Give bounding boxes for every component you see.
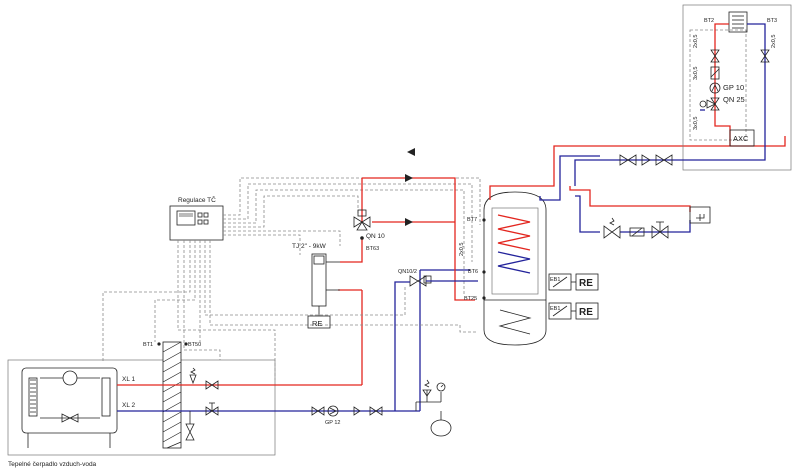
tank-cable-label: 2x0,5: [459, 243, 465, 256]
radiator-icon: [728, 11, 748, 33]
dhw-valves-icon: [603, 217, 669, 239]
bt50-label: BT50: [188, 342, 201, 348]
bt3-label: BT3: [767, 18, 777, 24]
coil-red: [497, 214, 531, 251]
qn10-valve-icon: [353, 209, 371, 240]
cable-qn-label: 3x0,5: [693, 117, 699, 130]
fan-icon: [62, 370, 78, 386]
heater-label: TJ 2" - 9kW: [292, 243, 327, 250]
tap-icon: [689, 206, 711, 224]
qn25-label: QN 25: [723, 95, 745, 104]
re-label-2: RE: [579, 307, 593, 318]
cable-gp-label: 3x0,5: [693, 67, 699, 80]
bt2-label: BT2: [704, 18, 714, 24]
heat-pump-caption: Tepelné čerpadlo vzduch-voda: [8, 461, 97, 468]
valves-xl2-icon: [185, 402, 219, 441]
bt63-label: BT63: [366, 246, 379, 252]
xl2-label: XL 2: [122, 402, 136, 409]
axc-label: AXC: [733, 134, 749, 143]
cable-bt3-label: 2x0,5: [771, 35, 777, 48]
re-label-1: RE: [579, 278, 593, 289]
re-box-1: [575, 273, 599, 291]
eb1-top-icon: [548, 273, 576, 291]
cable-bt2-label: 2x0,5: [693, 35, 699, 48]
heat-pump-enclosure: [7, 359, 276, 456]
bt6-label: BT6: [468, 269, 478, 275]
xl2-return-pipe: [117, 269, 470, 412]
tank-return-pipe: [394, 281, 410, 411]
gp10-label: GP 10: [723, 83, 744, 92]
building-wall: [162, 341, 182, 449]
expansion-vessel-icon: [415, 379, 452, 437]
qn10-2-label: QN10/2: [398, 269, 417, 275]
internal-valve-icon: [61, 413, 79, 423]
bt7-label: BT7: [467, 217, 477, 223]
eb1-bottom-label: EB1: [550, 306, 560, 312]
controller-unit: [169, 205, 224, 241]
circuit-valves-icon: [710, 49, 770, 80]
coil-icon: [28, 377, 111, 417]
gp10-pump-icon: [709, 82, 721, 94]
bt1-label: BT1: [143, 342, 153, 348]
qn10-label: QN 10: [366, 233, 385, 240]
eb1-top-label: EB1: [550, 277, 560, 283]
gp12-label: GP 12: [325, 420, 341, 426]
heater-re-label: RE: [312, 319, 322, 328]
return-line-valves-icon: [619, 154, 673, 166]
electric-heater: [307, 253, 340, 329]
xl1-label: XL 1: [122, 376, 136, 383]
gp12-pump-icon: [311, 405, 383, 417]
heating-circuit-box: [682, 4, 792, 171]
coil-blue: [497, 251, 531, 274]
axc-box: [729, 129, 755, 147]
signal-cables: [102, 177, 481, 380]
safety-valve-xl1-icon: [189, 367, 219, 390]
re-box-2: [575, 302, 599, 320]
xl1-supply-pipe: [117, 289, 363, 386]
qn25-valve-icon: [699, 97, 720, 111]
controller-label: Regulace TČ: [178, 195, 216, 204]
bt25-label: BT25: [464, 296, 477, 302]
eb1-bottom-icon: [548, 302, 576, 320]
storage-tank: [483, 191, 547, 346]
